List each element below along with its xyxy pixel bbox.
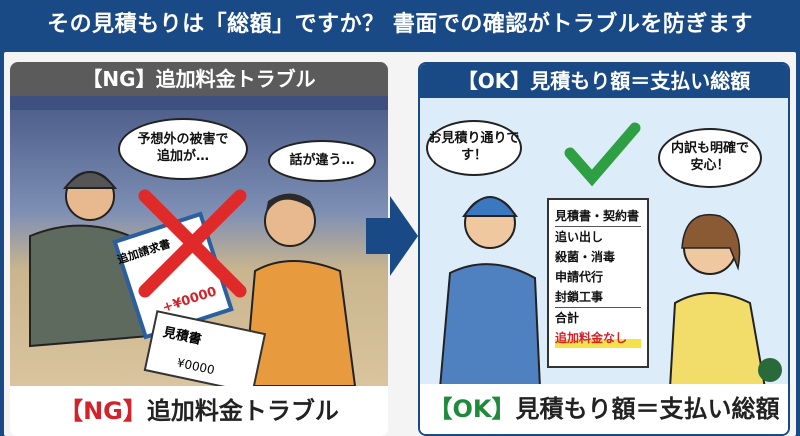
doc-item: 殺菌・消毒 [555,250,616,264]
page-title: その見積もりは「総額」ですか？ 書面での確認がトラブルを防ぎます [47,12,753,37]
doc-item: 追い出し [555,230,604,244]
ok-caption-text: 見積もり額＝支払い総額 [515,395,780,423]
ok-header: 【OK】見積もり額＝支払い総額 [420,64,788,98]
ng-caption-text: 追加料金トラブル [146,397,339,425]
doc-title: 見積書・契約書 [555,206,641,227]
speech-bubble-client: 内訳も明確で安心！ [658,128,762,188]
green-check-icon [564,122,641,187]
ok-scene-art [438,122,782,389]
estimate-paper-icon [143,310,267,395]
speech-bubble-worker: お見積り通りです！ [426,120,522,176]
doc-item: 申請代行 [555,270,604,284]
ok-caption: 【OK】見積もり額＝支払い総額 [420,384,788,434]
ng-caption-tag: 【NG】 [59,397,147,425]
ok-panel: 【OK】見積もり額＝支払い総額 お見積り通りです！ 内訳も明確で安心！ 見積書・… [418,62,790,436]
ng-panel: 【NG】追加料金トラブル 追加請求書 +¥0000 [10,62,388,436]
thought-bubble-client: 話が違う… [268,140,376,182]
doc-total-label: 合計 [555,311,580,325]
ok-caption-tag: 【OK】 [428,395,516,423]
doc-total-value: 追加料金なし [555,328,641,348]
ng-caption: 【NG】追加料金トラブル [10,386,388,436]
ng-scene-art: 追加請求書 +¥0000 見積書 ¥0000 [10,96,388,395]
doc-item: 封鎖工事 [555,287,641,308]
ok-illustration: お見積り通りです！ 内訳も明確で安心！ 見積書・契約書 追い出し 殺菌・消毒 申… [420,98,788,389]
estimate-contract-document: 見積書・契約書 追い出し 殺菌・消毒 申請代行 封鎖工事 合計 追加料金なし [547,198,649,368]
ng-illustration: 追加請求書 +¥0000 見積書 ¥0000 予想外の被害で追加が… 話が違う… [10,96,388,395]
ng-header: 【NG】追加料金トラブル [10,62,388,96]
client-figure-icon [243,193,357,387]
arrow-right-icon [366,196,418,276]
worker-figure-icon [438,196,542,389]
shield-badge-icon [758,358,782,382]
client-figure-icon [668,214,767,389]
red-x-icon [138,189,247,298]
curtain-lines-icon [10,96,388,110]
speech-bubble-worker: 予想外の被害で追加が… [118,118,248,180]
